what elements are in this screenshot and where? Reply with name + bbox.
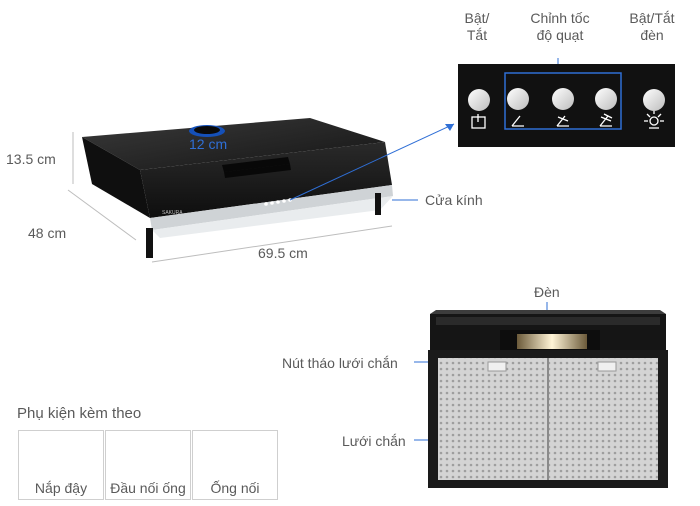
accessory-connector: Đầu nối ống <box>105 430 191 500</box>
speed-knob-3[interactable] <box>595 88 617 110</box>
speed-knob-1[interactable] <box>507 88 529 110</box>
light-label: Đèn <box>534 284 560 300</box>
filter-release-button-right <box>597 361 617 372</box>
fan-speed-3-icon <box>599 113 613 127</box>
hood-underside <box>428 310 668 488</box>
duct-size-label: 12 cm <box>189 136 228 152</box>
control-panel <box>458 64 675 147</box>
fan-speed-2-icon <box>556 115 569 127</box>
fan-speed-label-line2: độ quạt <box>536 27 584 43</box>
accessory-duct-pipe: Ống nối <box>192 430 278 500</box>
fan-speed-1-icon <box>511 115 524 127</box>
light-knob[interactable] <box>643 89 665 111</box>
light-bulb-icon <box>644 111 664 129</box>
power-label-line2: Tắt <box>466 27 488 43</box>
speed-knobs-highlight <box>504 72 622 130</box>
depth-dimension: 48 cm <box>28 225 67 241</box>
power-icon <box>471 114 486 129</box>
filter-label: Lưới chắn <box>342 433 406 449</box>
accessory-connector-label: Đầu nối ống <box>110 480 186 496</box>
filter-release-label: Nút tháo lưới chắn <box>282 355 398 371</box>
power-label: Bật/ Tắt <box>455 10 499 44</box>
power-knob[interactable] <box>468 89 490 111</box>
light-toggle-label: Bật/Tắt đèn <box>620 10 684 44</box>
accessories-title: Phụ kiện kèm theo <box>17 405 142 422</box>
fan-speed-label: Chỉnh tốc độ quạt <box>518 10 602 44</box>
svg-text:SAKURA: SAKURA <box>162 210 183 216</box>
hood-light <box>517 334 587 349</box>
width-dimension: 69.5 cm <box>258 245 308 261</box>
accessory-cap: Nắp đậy <box>18 430 104 500</box>
filter-release-button-left <box>487 361 507 372</box>
fan-speed-label-line1: Chỉnh tốc <box>530 10 590 26</box>
accessory-cap-label: Nắp đậy <box>34 480 88 496</box>
height-dimension: 13.5 cm <box>6 151 56 167</box>
range-hood: SAKURA <box>82 118 393 258</box>
light-toggle-label-line1: Bật/Tắt <box>629 10 675 26</box>
accessory-duct-pipe-label: Ống nối <box>210 480 260 496</box>
dimension-lines <box>67 132 393 263</box>
speed-knob-2[interactable] <box>552 88 574 110</box>
glass-label: Cửa kính <box>425 192 483 208</box>
power-label-line1: Bật/ <box>464 10 490 26</box>
light-toggle-label-line2: đèn <box>640 27 664 43</box>
